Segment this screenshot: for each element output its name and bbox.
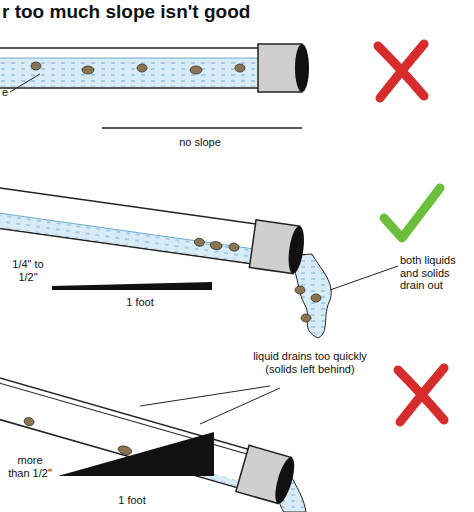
leader-line	[10, 74, 40, 92]
dimension-label: 1 foot	[100, 296, 180, 309]
leader-line	[330, 266, 398, 290]
dimension-label: more than 1/2"	[6, 454, 54, 479]
flat-pipe	[0, 44, 309, 92]
check-mark	[384, 188, 440, 238]
part-label: e	[2, 86, 14, 99]
steep-pipe	[0, 363, 298, 505]
dimension-label: 1 foot	[92, 494, 172, 507]
sloped-pipe	[0, 180, 307, 275]
cross-mark	[378, 44, 424, 98]
slope-label: no slope	[150, 136, 250, 149]
leader-line	[140, 386, 280, 424]
cross-mark	[398, 368, 444, 422]
note-label: both liquids and solids drain out	[400, 254, 470, 292]
level-line	[102, 127, 302, 129]
page-title: r too much slope isn't good	[2, 1, 250, 23]
slope-wedge	[58, 432, 214, 476]
note-label: liquid drains too quickly (solids left b…	[240, 350, 380, 375]
slope-wedge	[52, 282, 212, 290]
dimension-label: 1/4" to 1/2"	[8, 258, 48, 283]
